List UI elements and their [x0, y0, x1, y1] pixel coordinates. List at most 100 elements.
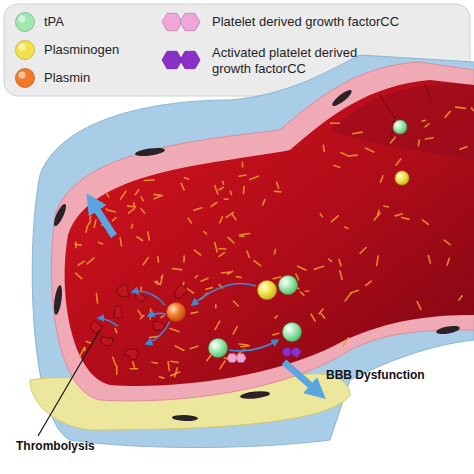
clot-fragment	[100, 336, 113, 346]
fibrin-strand	[84, 347, 86, 350]
fibrin-strand	[254, 261, 261, 266]
legend-text: Plasmin	[44, 70, 164, 86]
swatch-shine	[19, 72, 26, 79]
fibrin-strand	[425, 138, 433, 139]
fibrin-strand	[195, 275, 197, 277]
fibrin-strand	[243, 186, 245, 193]
endothelial-layer	[51, 62, 474, 401]
fibrin-strand	[156, 281, 158, 284]
fibrin-strand	[339, 260, 341, 266]
fibrin-strand	[460, 147, 467, 150]
fibrin-strand	[305, 290, 308, 292]
fibrin-strand	[141, 209, 144, 213]
fibrin-strand	[152, 361, 157, 364]
fibrin-strand	[239, 175, 246, 176]
fibrin-strand	[78, 261, 84, 265]
fibrin-strand	[175, 346, 184, 351]
legend-swatch	[14, 39, 36, 61]
clot-fragment	[113, 305, 122, 318]
fibrin-strand	[201, 278, 208, 281]
fibrin-strand	[76, 273, 82, 278]
fibrin-strand	[224, 198, 228, 200]
fibrin-strand	[87, 221, 91, 227]
legend-swatch	[160, 10, 204, 34]
fibrin-strand	[241, 346, 250, 347]
fibrin-strand	[116, 365, 118, 374]
fibrin-strand	[188, 218, 191, 223]
active-pdgfcc-molecule	[291, 348, 301, 357]
fibrin-strand	[215, 305, 217, 308]
clot-fragments	[90, 284, 188, 360]
fibrin-strand	[211, 203, 216, 207]
fibrin-strand	[366, 148, 374, 152]
fibrin-strand	[232, 215, 236, 220]
fibrin-strand	[250, 176, 258, 179]
cell-nucleus	[240, 390, 271, 400]
legend-text: tPA	[44, 14, 164, 30]
fibrin-strand	[314, 266, 323, 269]
fibrin-strand	[418, 140, 420, 146]
fibrin-strand	[215, 243, 218, 252]
fibrin-strand	[274, 190, 280, 192]
fibrin-strand	[263, 200, 265, 205]
fibrin-strand	[75, 243, 81, 246]
fibrin-strand	[194, 250, 200, 255]
plasminogen-molecule	[395, 171, 409, 185]
fibrin-strand	[135, 190, 138, 195]
fibrin-strand	[402, 218, 409, 220]
leakage-arrow	[284, 362, 318, 392]
fibrin-strand	[377, 256, 379, 265]
fibrin-strand	[273, 277, 280, 279]
fibrin-strand	[242, 162, 244, 166]
leakage-arrow	[92, 202, 114, 236]
fibrin-strand	[219, 248, 226, 250]
plasminogen-molecule	[258, 281, 277, 300]
swatch-hexagon	[162, 13, 182, 30]
tpa-molecule	[279, 276, 298, 295]
fibrin-strand	[194, 208, 202, 210]
fibrin-strand	[133, 203, 135, 208]
fibrin-strand	[107, 193, 109, 197]
clot-fragment	[116, 284, 129, 297]
fibrin-strand	[329, 259, 332, 261]
reaction-arrow	[229, 340, 278, 351]
fibrin-strand	[360, 247, 366, 253]
fibrin-strand	[384, 205, 389, 207]
fibrin-strand	[161, 275, 163, 278]
legend-text: Plasminogen	[44, 42, 164, 58]
fibrin-strand	[215, 321, 220, 329]
swatch-shine	[19, 44, 26, 51]
fibrin-strand	[444, 240, 450, 244]
fibrin-strand	[240, 235, 245, 237]
fibrin-strand	[204, 232, 207, 234]
leader-line	[38, 330, 100, 436]
fibrin-strand	[96, 294, 99, 303]
swatch-hexagon	[162, 51, 182, 68]
tpa-molecule	[283, 323, 302, 342]
fibrin-strand	[273, 333, 279, 335]
fibrin-strand	[219, 187, 224, 190]
fibrin-strand	[190, 346, 198, 349]
fibrin-strand	[239, 344, 248, 345]
fibrin-strand	[220, 361, 225, 369]
fibrin-strand	[175, 368, 178, 377]
fibrin-strand	[138, 310, 142, 316]
fibrin-strand	[157, 257, 159, 263]
fibrin-strand	[301, 292, 304, 295]
fibrin-strand	[345, 293, 351, 301]
fibrin-strand	[417, 302, 421, 310]
cell-nucleus	[436, 324, 461, 335]
fibrin-strand	[341, 153, 349, 157]
swatch-hexagon	[180, 51, 200, 68]
fibrin-strand	[275, 316, 277, 318]
fibrin-strand	[191, 312, 198, 313]
swatch-shine	[19, 16, 26, 23]
fibrin-strand	[323, 145, 324, 151]
fibrin-strand	[396, 159, 401, 165]
fibrin-strand	[320, 214, 322, 217]
swatch-hexagon	[180, 13, 200, 30]
legend-swatch	[160, 48, 204, 72]
fibrin-strand	[343, 338, 348, 346]
cell-nuclei	[52, 88, 461, 422]
